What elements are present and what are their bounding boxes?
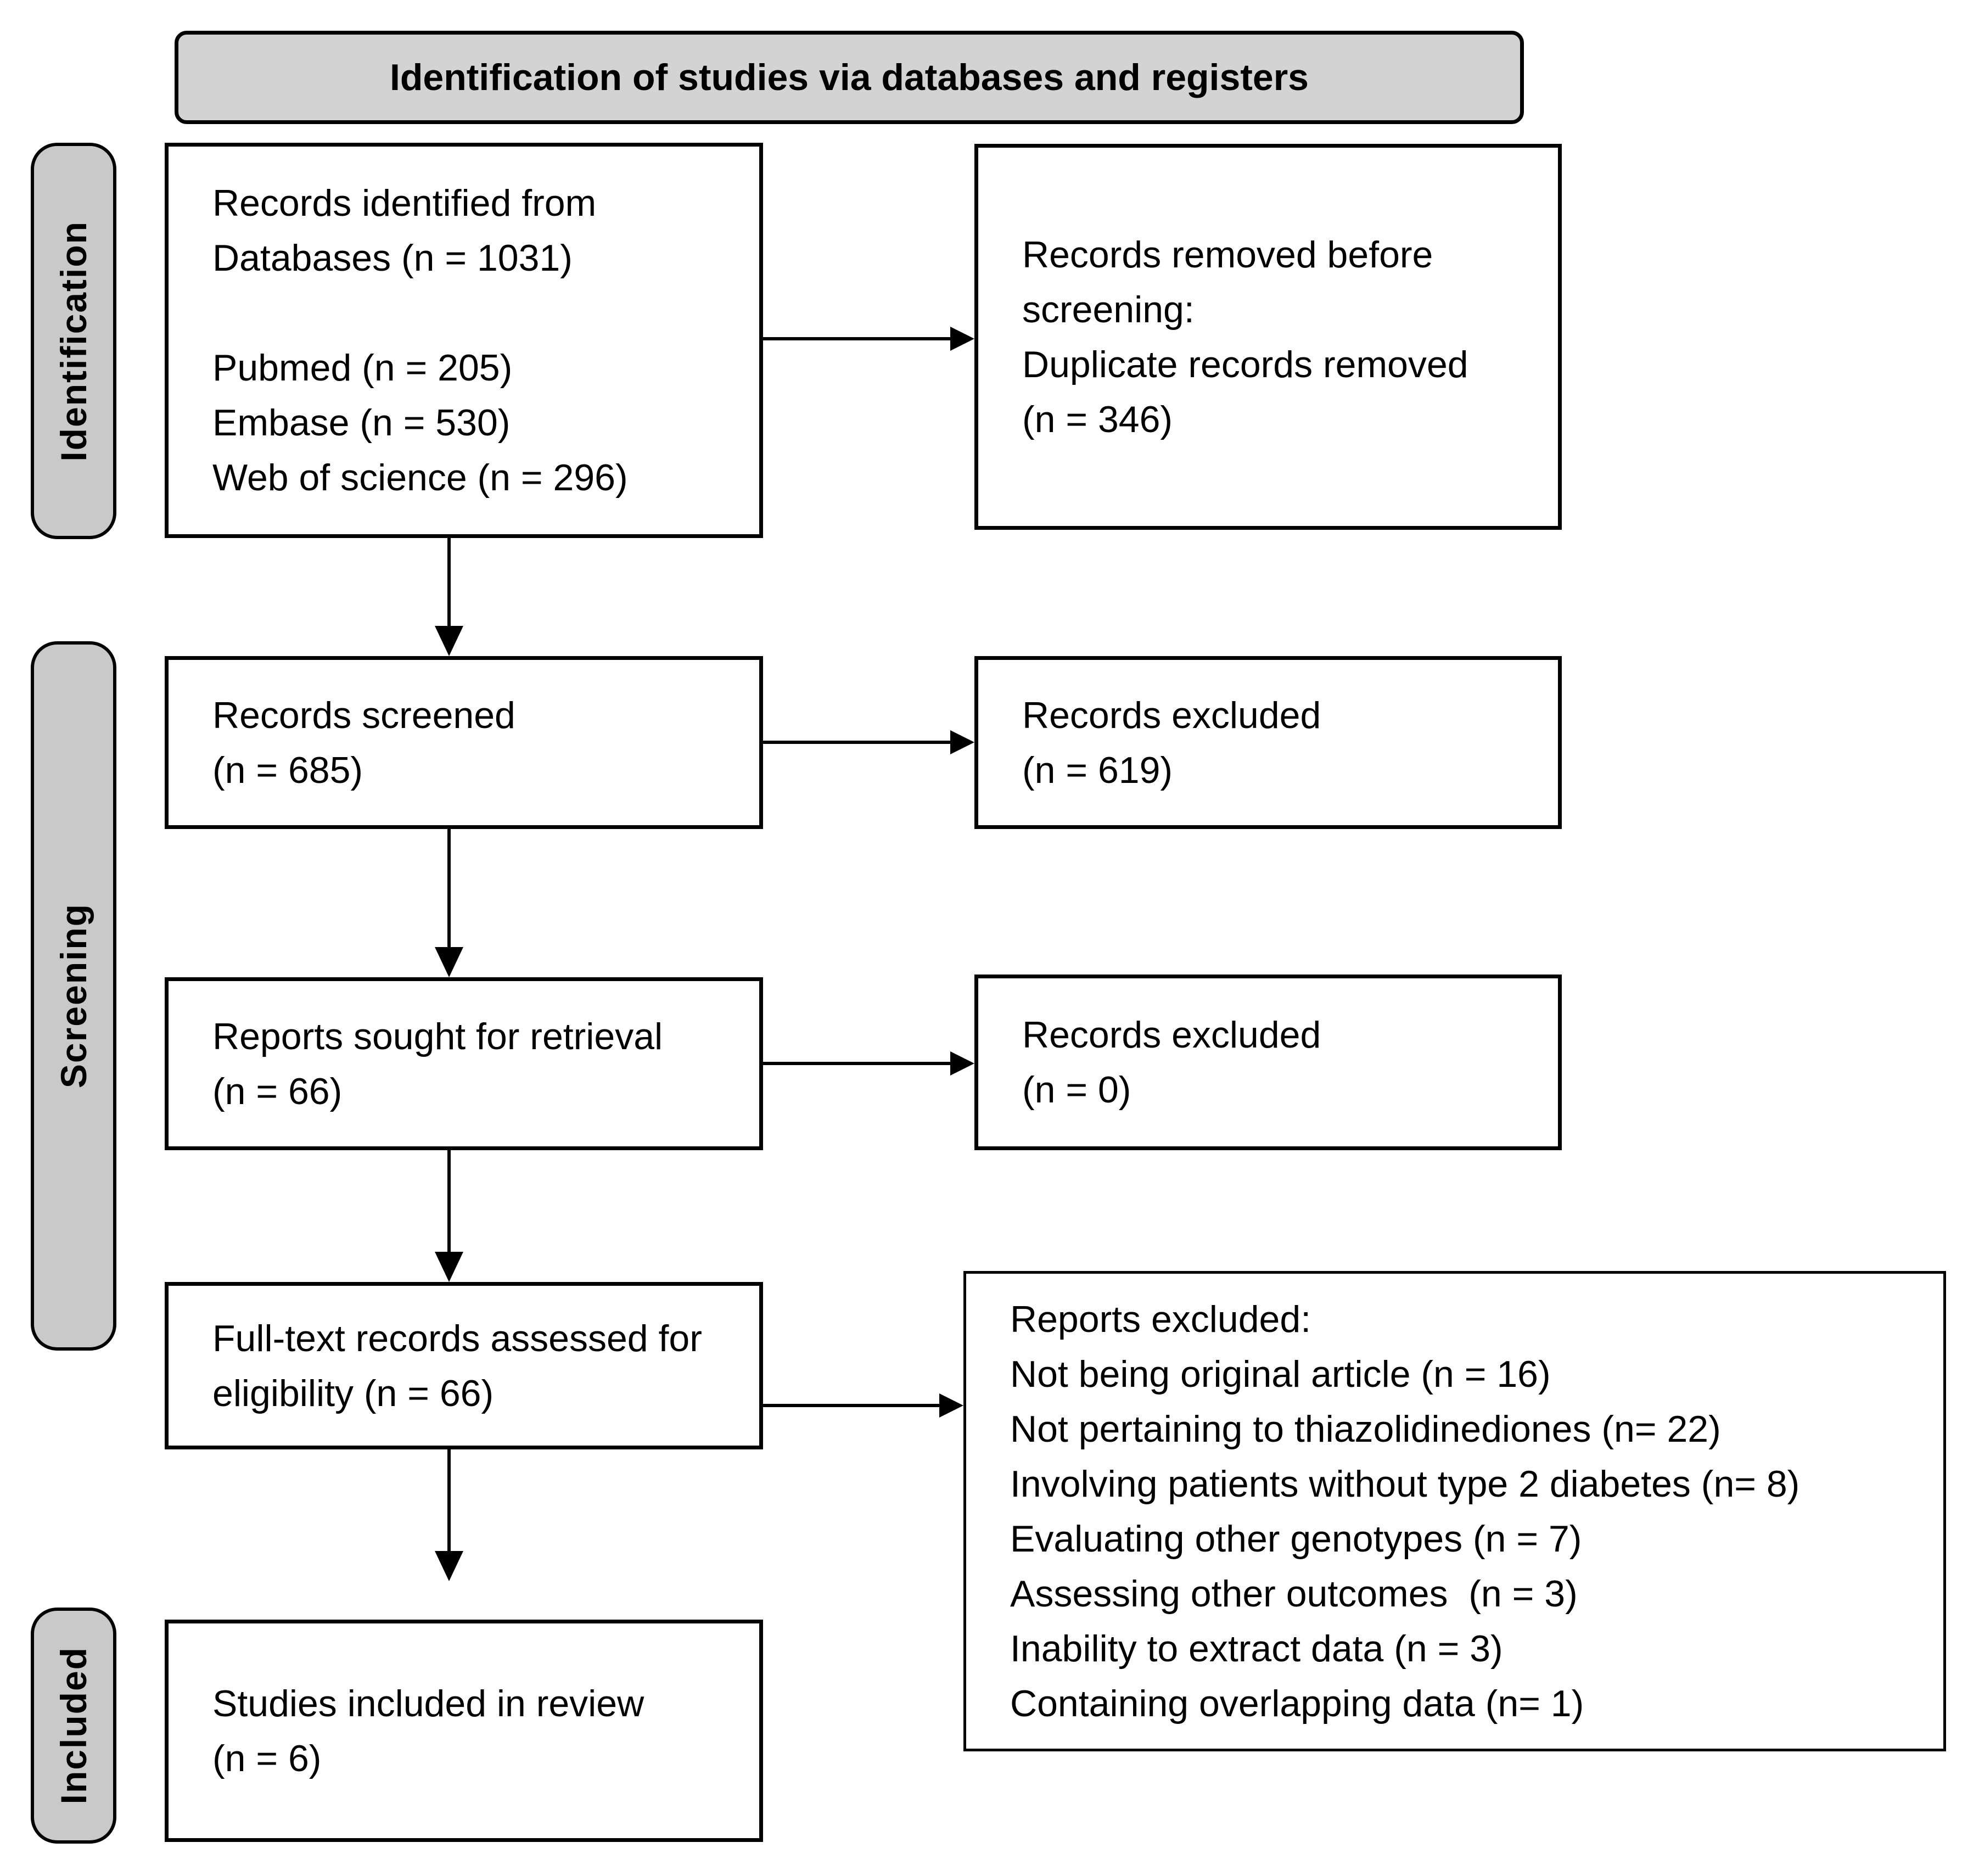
box-reports-excluded: Reports excluded: Not being original arti… <box>963 1271 1946 1751</box>
arrow-right-icon <box>950 730 974 754</box>
box-text-line: screening: <box>1022 288 1195 331</box>
box-text-line: Records removed before <box>1022 233 1433 276</box>
box-text-line: Embase (n = 530) <box>212 402 511 444</box>
arrow-right-icon <box>939 1393 963 1418</box>
box-text-line: Records screened <box>212 694 515 736</box>
box-text-line: Records excluded <box>1022 1014 1321 1056</box>
box-text-line: Assessing other outcomes (n = 3) <box>1010 1572 1578 1615</box>
arrow-right-fulltext-to-excluded <box>763 1393 963 1418</box>
arrow-shaft <box>763 741 950 744</box>
box-records-excluded-screening: Records excluded (n = 619) <box>974 656 1562 829</box>
box-text-line: Pubmed (n = 205) <box>212 347 513 389</box>
stage-label-screening: Screening <box>31 641 116 1351</box>
box-text-line: Inability to extract data (n = 3) <box>1010 1627 1503 1670</box>
box-text-line: Databases (n = 1031) <box>212 237 573 279</box>
box-text-line: (n = 685) <box>212 749 363 791</box>
box-text-line: Containing overlapping data (n= 1) <box>1010 1682 1584 1724</box>
box-text-line: Studies included in review <box>212 1682 644 1724</box>
box-text-line: (n = 346) <box>1022 398 1173 440</box>
arrow-down-icon <box>435 1252 463 1282</box>
box-records-screened: Records screened (n = 685) <box>165 656 763 829</box>
arrow-shaft <box>447 538 451 626</box>
arrow-right-screened-to-excluded <box>763 730 974 754</box>
arrow-down-screened-to-sought <box>435 829 463 977</box>
arrow-down-icon <box>435 947 463 977</box>
arrow-right-icon <box>950 327 974 351</box>
stage-label-identification-text: Identification <box>53 220 94 462</box>
box-text-line: Duplicate records removed <box>1022 343 1468 385</box>
arrow-down-icon <box>435 1551 463 1581</box>
box-text-line: (n = 6) <box>212 1737 322 1779</box>
arrow-shaft <box>763 1404 939 1407</box>
arrow-down-identified-to-screened <box>435 538 463 656</box>
box-fulltext-assessed: Full-text records assessed for eligibilit… <box>165 1282 763 1449</box>
arrow-shaft <box>763 1062 950 1065</box>
box-text-line: Records identified from <box>212 182 597 224</box>
box-text-line: (n = 619) <box>1022 749 1173 791</box>
arrow-right-icon <box>950 1051 974 1076</box>
box-text-line: Not pertaining to thiazolidinediones (n=… <box>1010 1408 1721 1450</box>
box-text-line <box>212 285 748 340</box>
arrow-down-sought-to-fulltext <box>435 1150 463 1282</box>
box-reports-sought: Reports sought for retrieval (n = 66) <box>165 977 763 1150</box>
box-text-line: Evaluating other genotypes (n = 7) <box>1010 1517 1582 1560</box>
stage-label-identification: Identification <box>31 143 116 539</box>
box-records-removed: Records removed before screening: Duplicat… <box>974 144 1562 530</box>
header-box: Identification of studies via databases … <box>175 31 1524 124</box>
box-text-line: (n = 66) <box>212 1070 343 1112</box>
box-text-line: Reports sought for retrieval <box>212 1015 663 1057</box>
arrow-shaft <box>763 337 950 340</box>
arrow-shaft <box>447 1150 451 1252</box>
stage-label-included: Included <box>31 1608 116 1844</box>
box-text-line: Web of science (n = 296) <box>212 457 628 499</box>
arrow-down-fulltext-to-included <box>435 1449 463 1581</box>
box-studies-included: Studies included in review (n = 6) <box>165 1620 763 1842</box>
header-title: Identification of studies via databases … <box>389 57 1309 98</box>
arrow-right-sought-to-excluded <box>763 1051 974 1076</box>
box-text-line: Records excluded <box>1022 694 1321 736</box>
box-text-line: Not being original article (n = 16) <box>1010 1353 1551 1395</box>
stage-label-screening-text: Screening <box>53 903 94 1089</box>
box-text-line: Full-text records assessed for <box>212 1317 702 1359</box>
stage-label-included-text: Included <box>53 1647 94 1805</box>
box-text-line: Involving patients without type 2 diabet… <box>1010 1463 1800 1505</box>
arrow-shaft <box>447 1449 451 1551</box>
box-text-line: eligibility (n = 66) <box>212 1372 494 1414</box>
arrow-down-icon <box>435 626 463 656</box>
box-records-excluded-retrieval: Records excluded (n = 0) <box>974 975 1562 1150</box>
box-text-line: Reports excluded: <box>1010 1298 1311 1340</box>
arrow-shaft <box>447 829 451 947</box>
box-text-line: (n = 0) <box>1022 1069 1131 1111</box>
arrow-right-identified-to-removed <box>763 327 974 351</box>
